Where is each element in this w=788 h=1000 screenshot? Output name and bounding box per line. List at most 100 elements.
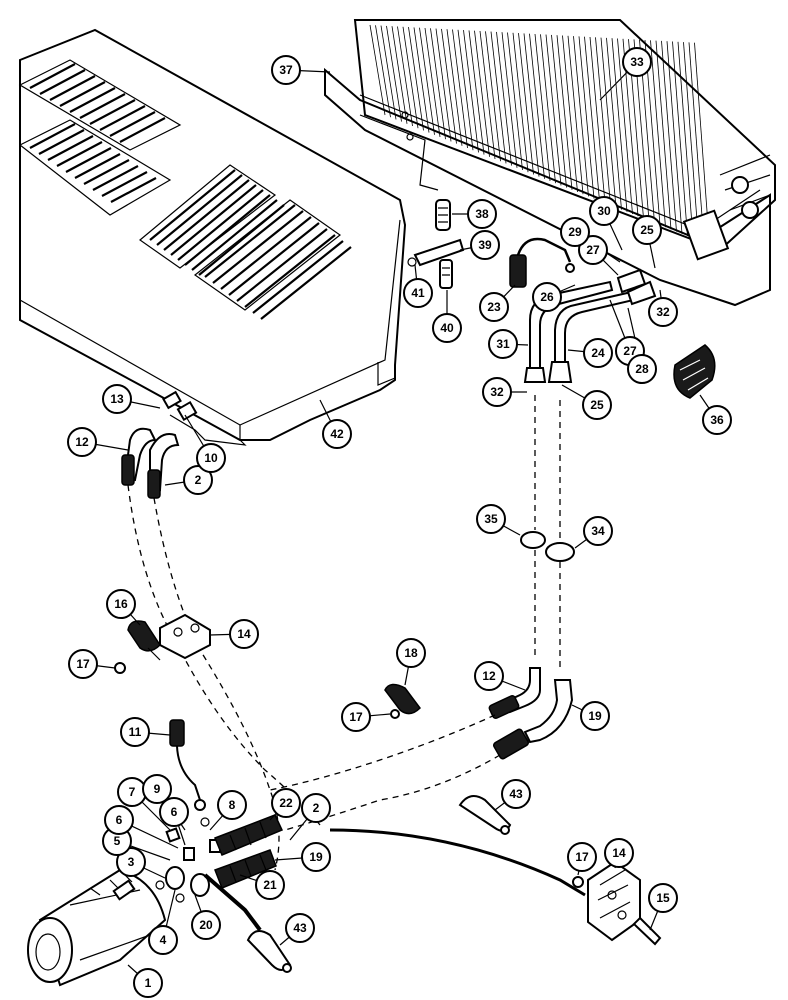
callout-37: 37 (271, 55, 301, 85)
callout-38: 38 (467, 199, 497, 229)
cable-strap-upper (458, 795, 512, 835)
callout-label: 25 (640, 223, 654, 237)
callout-label: 7 (129, 785, 136, 799)
callout-label: 2 (313, 801, 320, 815)
callout-23: 23 (479, 292, 509, 322)
compressor (27, 868, 167, 987)
callout-label: 36 (710, 413, 724, 427)
callout-label: 13 (110, 392, 124, 406)
callout-label: 43 (509, 787, 523, 801)
callout-label: 27 (586, 243, 600, 257)
callout-9: 9 (142, 774, 172, 804)
callout-label: 14 (237, 627, 251, 641)
callout-label: 1 (145, 976, 152, 990)
callout-17: 17 (567, 842, 597, 872)
callout-label: 25 (590, 398, 604, 412)
callout-label: 40 (440, 321, 454, 335)
pipe-assembly-right (520, 268, 657, 670)
callout-label: 37 (279, 63, 293, 77)
callout-12: 12 (474, 661, 504, 691)
callout-label: 14 (612, 846, 626, 860)
callout-21: 21 (255, 870, 285, 900)
evaporator-core (324, 19, 776, 307)
callout-label: 2 (195, 473, 202, 487)
callout-8: 8 (217, 790, 247, 820)
callout-label: 3 (128, 855, 135, 869)
callout-2: 2 (183, 465, 213, 495)
callout-label: 24 (591, 346, 605, 360)
callout-7: 7 (117, 777, 147, 807)
callout-11: 11 (120, 717, 150, 747)
callout-15: 15 (648, 883, 678, 913)
callout-label: 30 (597, 204, 611, 218)
grommet-35 (520, 531, 546, 549)
callout-42: 42 (322, 419, 352, 449)
callout-12: 12 (67, 427, 97, 457)
vent-grille-1 (18, 59, 182, 151)
callout-43: 43 (501, 779, 531, 809)
callout-1: 1 (133, 968, 163, 998)
callout-label: 12 (482, 669, 496, 683)
callout-label: 4 (160, 933, 167, 947)
manifold-fittings (155, 817, 221, 903)
clamp-bracket (159, 613, 211, 660)
callout-label: 8 (229, 798, 236, 812)
callout-label: 28 (635, 362, 649, 376)
callout-label: 39 (478, 238, 492, 252)
callout-label: 23 (487, 300, 501, 314)
callout-labels: 1223456678910111212131414151617171718191… (67, 47, 732, 998)
callout-label: 17 (349, 710, 363, 724)
callout-label: 34 (591, 524, 605, 538)
vent-grille-4 (193, 199, 352, 320)
drain-assembly (407, 199, 465, 289)
callout-35: 35 (476, 504, 506, 534)
callout-28: 28 (627, 354, 657, 384)
callout-label: 10 (204, 451, 218, 465)
callout-label: 5 (114, 834, 121, 848)
callout-14: 14 (229, 619, 259, 649)
clamp-18 (384, 683, 421, 719)
callout-25: 25 (632, 215, 662, 245)
callout-19: 19 (580, 701, 610, 731)
callout-14: 14 (604, 838, 634, 868)
callout-41: 41 (403, 278, 433, 308)
callout-label: 20 (199, 918, 213, 932)
callout-label: 6 (171, 805, 178, 819)
callout-19: 19 (301, 842, 331, 872)
callout-label: 26 (540, 290, 554, 304)
callout-label: 15 (656, 891, 670, 905)
mounting-bracket (572, 860, 662, 946)
callout-27: 27 (578, 235, 608, 265)
cover-housing (18, 28, 407, 446)
callout-label: 12 (75, 435, 89, 449)
hoses-to-compressor (203, 814, 284, 932)
pressure-switch (509, 237, 575, 288)
vent-grille-2 (18, 119, 172, 216)
callout-30: 30 (589, 196, 619, 226)
callout-40: 40 (432, 313, 462, 343)
callout-26: 26 (532, 282, 562, 312)
hose-clamp (127, 620, 161, 661)
callout-32: 32 (648, 297, 678, 327)
callout-18: 18 (396, 638, 426, 668)
callout-label: 16 (114, 597, 128, 611)
callout-label: 17 (575, 850, 589, 864)
callout-6: 6 (159, 797, 189, 827)
callout-22: 22 (271, 788, 301, 818)
grommet-34 (545, 542, 575, 562)
callout-20: 20 (191, 910, 221, 940)
sensor-switch (169, 719, 206, 811)
callout-label: 31 (496, 337, 510, 351)
callout-label: 42 (330, 427, 344, 441)
callout-label: 19 (588, 709, 602, 723)
callout-24: 24 (583, 338, 613, 368)
callout-6: 6 (104, 805, 134, 835)
callout-10: 10 (196, 443, 226, 473)
callout-4: 4 (148, 925, 178, 955)
harness-wire (329, 828, 586, 897)
callout-label: 18 (404, 646, 418, 660)
callout-39: 39 (470, 230, 500, 260)
callout-label: 22 (279, 796, 293, 810)
callout-2: 2 (301, 793, 331, 823)
callout-43: 43 (285, 913, 315, 943)
